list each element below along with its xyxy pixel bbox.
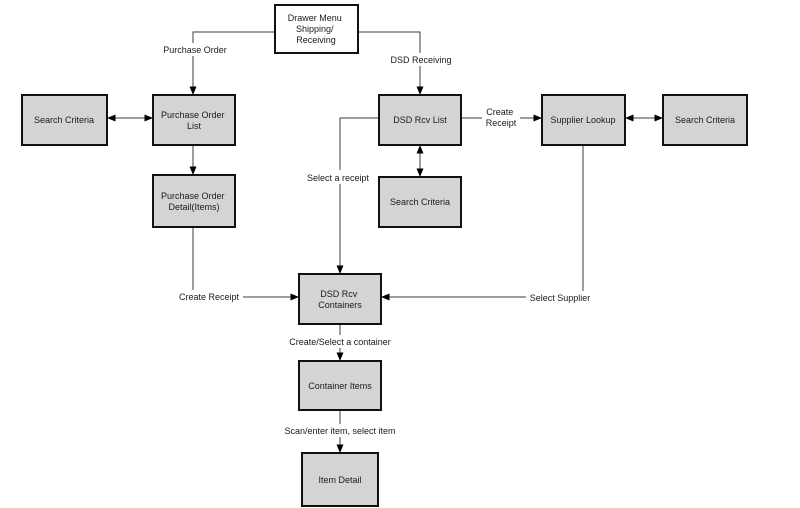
node-dsd-rcv-containers: DSD Rcv Containers	[298, 273, 382, 325]
edge-label-bg	[526, 291, 594, 304]
edge-dsd-receiving-line	[358, 31, 424, 95]
edge-label-bg	[387, 53, 455, 66]
node-dsd-rcv-containers-label: DSD Rcv Containers	[318, 289, 362, 310]
edge-select-a-receipt-line	[336, 117, 379, 274]
edge-label-backgrounds	[160, 43, 594, 437]
node-search-criteria-right-box	[662, 94, 748, 146]
edge-label-bg	[303, 170, 373, 184]
edge-label-bg	[175, 290, 243, 303]
node-supplier-lookup-label: Supplier Lookup	[550, 115, 615, 125]
node-item-detail-label: Item Detail	[318, 475, 361, 485]
edge-label-bg	[285, 335, 395, 348]
edge-dsd-receiving-label: DSD Receiving	[390, 55, 451, 65]
edge-label-bg	[482, 104, 520, 131]
node-search-criteria-left-label: Search Criteria	[34, 115, 94, 125]
node-container-items-box	[298, 360, 382, 411]
node-dsd-rcv-list: DSD Rcv List	[378, 94, 462, 146]
node-purchase-order-list: Purchase Order List	[152, 94, 236, 146]
node-container-items: Container Items	[298, 360, 382, 411]
node-search-criteria-mid-box	[378, 176, 462, 228]
node-supplier-lookup: Supplier Lookup	[541, 94, 626, 146]
edge-label-bg	[281, 424, 399, 437]
node-purchase-order-list-box	[152, 94, 236, 146]
edge-purchase-order-label: Purchase Order	[163, 45, 227, 55]
node-drawer-menu: Drawer Menu Shipping/ Receiving	[274, 4, 359, 54]
node-search-criteria-mid-label: Search Criteria	[390, 197, 450, 207]
node-purchase-order-list-label: Purchase Order List	[161, 110, 227, 131]
node-dsd-rcv-list-box	[378, 94, 462, 146]
node-purchase-order-detail: Purchase Order Detail(Items)	[152, 174, 236, 228]
edge-create-receipt-from-po-line	[192, 227, 299, 301]
edge-labels: Purchase Order DSD Receiving Create Rece…	[163, 45, 590, 436]
node-search-criteria-right-label: Search Criteria	[675, 115, 735, 125]
node-supplier-lookup-box	[541, 94, 626, 146]
node-item-detail: Item Detail	[301, 452, 379, 507]
edge-purchase-order-line	[189, 31, 275, 95]
node-dsd-rcv-list-label: DSD Rcv List	[393, 115, 447, 125]
node-container-items-label: Container Items	[308, 381, 372, 391]
node-search-criteria-left: Search Criteria	[21, 94, 108, 146]
edge-create-select-container-label: Create/Select a container	[289, 337, 391, 347]
edge-select-a-receipt-label: Select a receipt	[307, 173, 370, 183]
edge-scan-enter-item-label: Scan/enter item, select item	[284, 426, 395, 436]
node-drawer-menu-label: Drawer Menu Shipping/ Receiving	[288, 13, 345, 45]
edge-label-bg	[160, 43, 230, 56]
node-search-criteria-left-box	[21, 94, 108, 146]
node-search-criteria-right: Search Criteria	[662, 94, 748, 146]
edge-create-receipt-to-supplier-label: Create Receipt	[486, 107, 517, 128]
edge-create-receipt-from-po-label: Create Receipt	[179, 292, 240, 302]
node-purchase-order-detail-box	[152, 174, 236, 228]
node-purchase-order-detail-label: Purchase Order Detail(Items)	[161, 191, 227, 212]
node-item-detail-box	[301, 452, 379, 507]
nodes: Drawer Menu Shipping/ Receiving Search C…	[21, 4, 748, 507]
edge-select-supplier-label: Select Supplier	[530, 293, 591, 303]
node-dsd-rcv-containers-box	[298, 273, 382, 325]
node-drawer-menu-box	[274, 4, 359, 54]
node-search-criteria-mid: Search Criteria	[378, 176, 462, 228]
